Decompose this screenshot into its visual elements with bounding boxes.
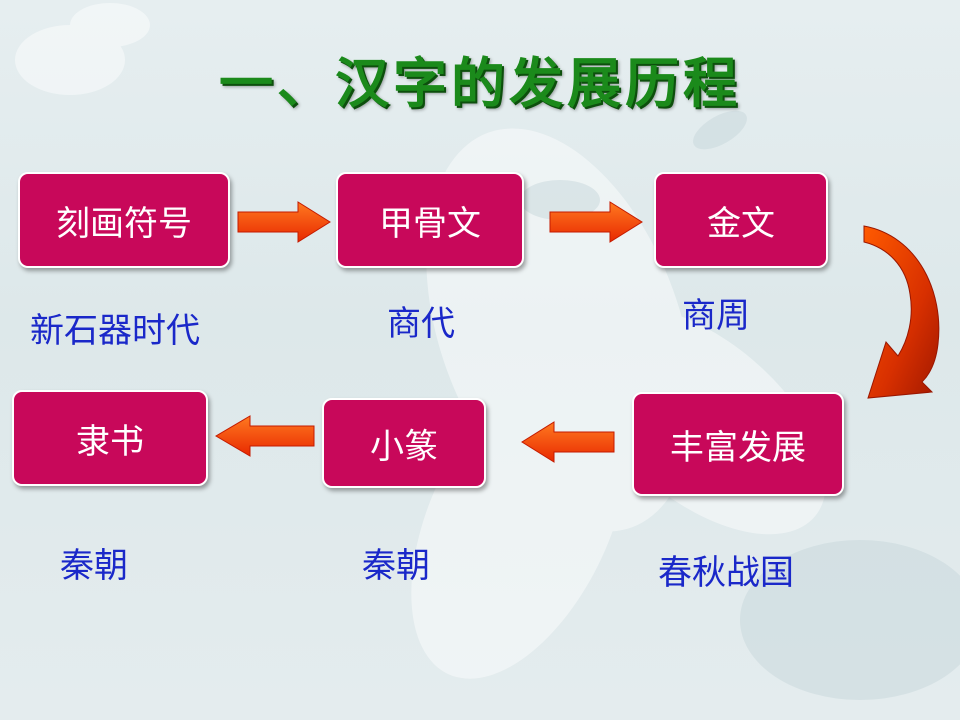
- stage-label: 刻画符号: [56, 203, 192, 244]
- era-label: 商代: [387, 304, 455, 344]
- arrow-left-icon: [215, 415, 315, 457]
- arrow-right-icon: [237, 201, 331, 243]
- stage-label: 小篆: [370, 426, 438, 467]
- stage-box-rich-development: 丰富发展: [632, 392, 844, 496]
- stage-box-oracle-bone: 甲骨文: [336, 172, 524, 268]
- stage-box-carved-symbols: 刻画符号: [18, 172, 230, 268]
- stage-box-clerical-script: 隶书: [12, 390, 208, 486]
- stage-box-small-seal: 小篆: [322, 398, 486, 488]
- stage-label: 隶书: [76, 421, 144, 462]
- era-label: 秦朝: [60, 546, 128, 586]
- curved-arrow-icon: [863, 225, 940, 399]
- stage-label: 金文: [707, 203, 775, 244]
- stage-box-bronze-script: 金文: [654, 172, 828, 268]
- stage-label: 甲骨文: [379, 203, 481, 244]
- era-label: 春秋战国: [658, 553, 794, 593]
- era-label: 新石器时代: [30, 311, 200, 351]
- era-label: 商周: [682, 296, 750, 336]
- stage-label: 丰富发展: [670, 427, 806, 468]
- page-title: 一、汉字的发展历程: [219, 52, 741, 115]
- arrow-left-icon: [521, 421, 615, 463]
- arrow-right-icon: [549, 201, 643, 243]
- era-label: 秦朝: [362, 546, 430, 586]
